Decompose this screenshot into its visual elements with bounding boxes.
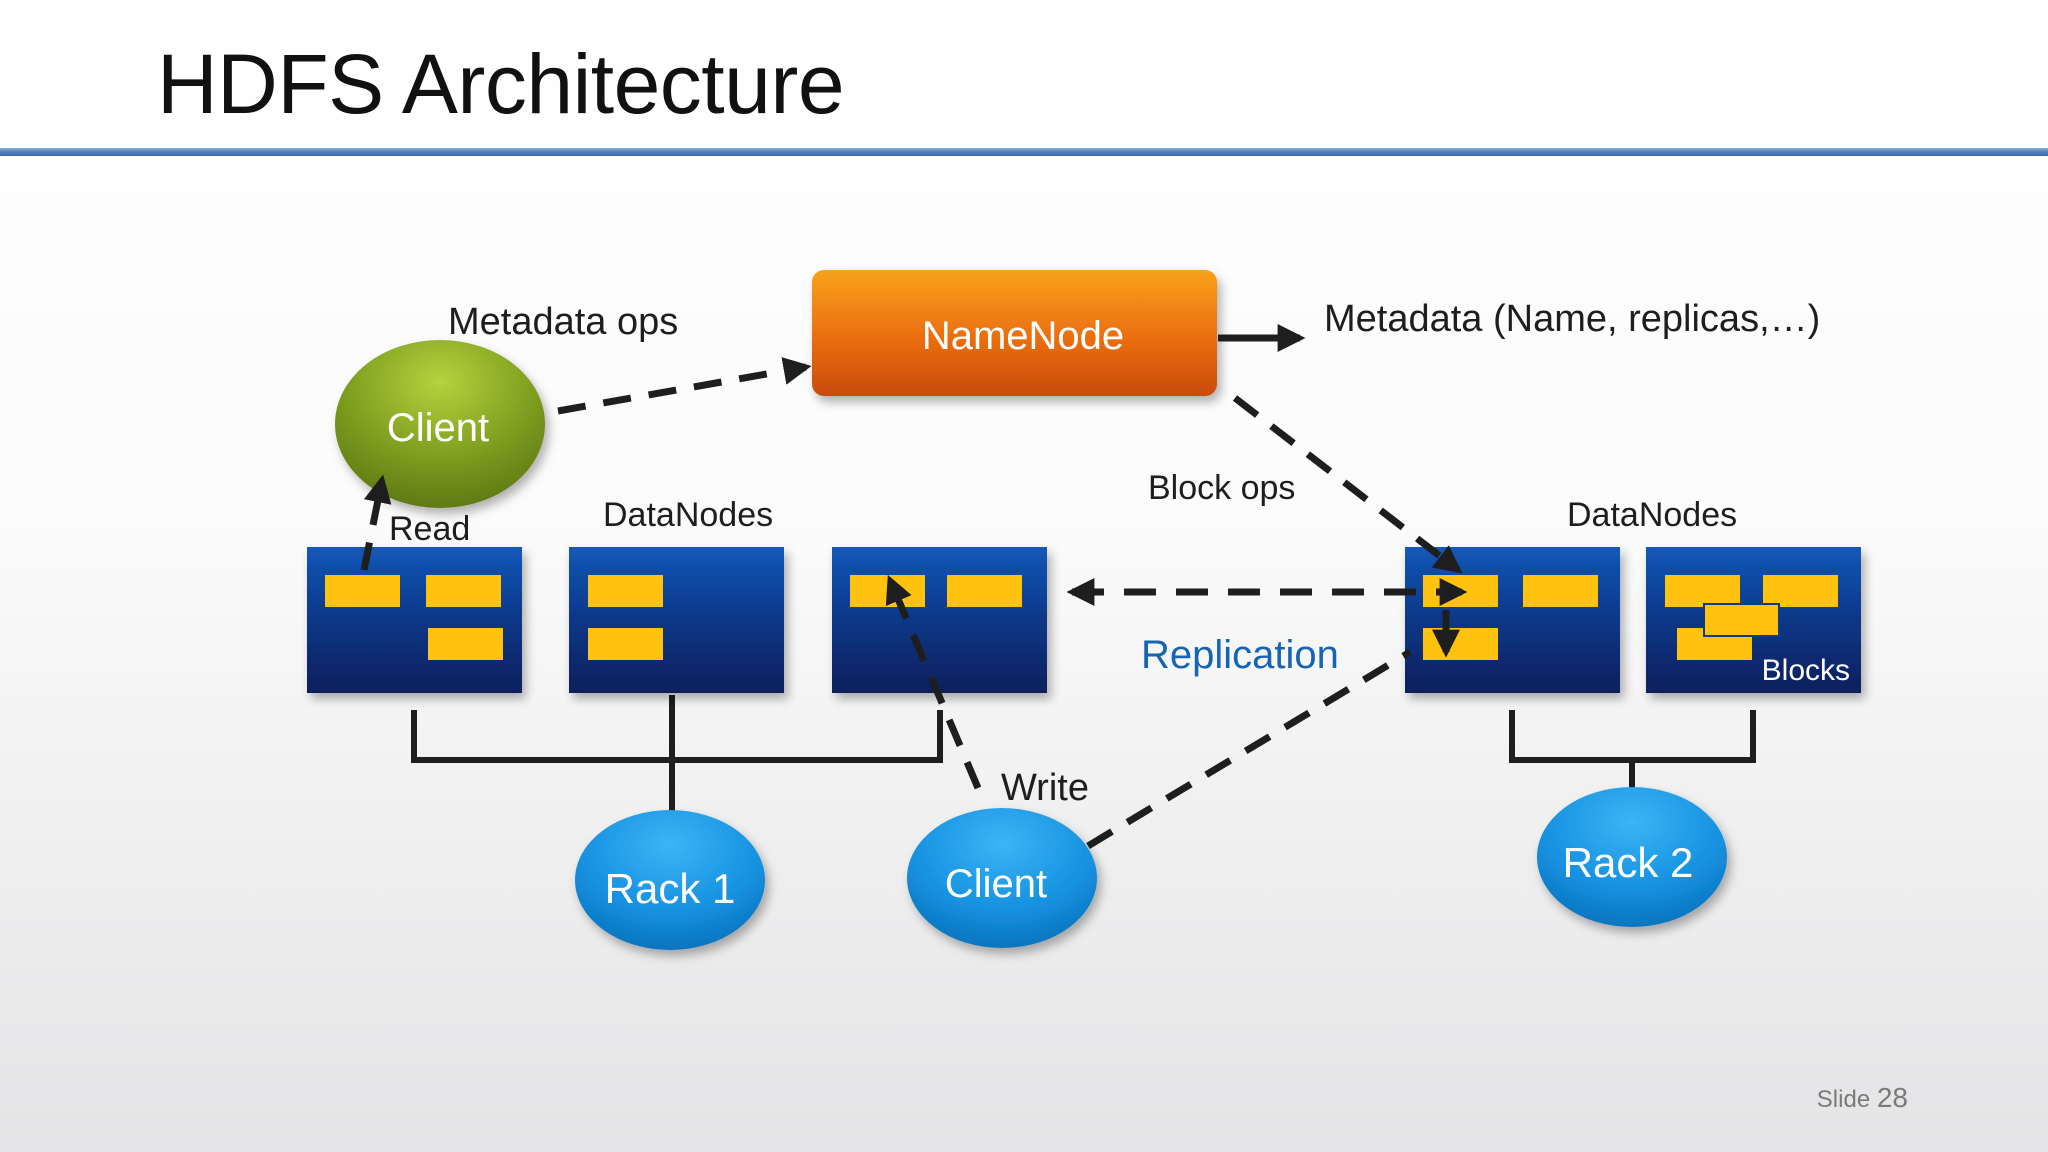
replication-label: Replication bbox=[1141, 633, 1339, 677]
data-block bbox=[947, 575, 1022, 607]
rack1-wiring bbox=[411, 695, 943, 812]
datanode-1 bbox=[307, 547, 522, 693]
metadata-description: Metadata (Name, replicas,…) bbox=[1324, 298, 1820, 340]
client-write-node: Client bbox=[907, 808, 1097, 948]
namenode-box: NameNode bbox=[812, 270, 1217, 396]
data-block bbox=[1423, 628, 1498, 660]
client-write-label: Client bbox=[945, 862, 1047, 906]
data-block bbox=[1703, 603, 1780, 637]
rack2-label: Rack 2 bbox=[1563, 839, 1694, 886]
data-block bbox=[428, 628, 503, 660]
write-label: Write bbox=[1001, 767, 1089, 809]
datanode-5: Blocks bbox=[1646, 547, 1861, 693]
client-read-node: Client bbox=[335, 340, 545, 508]
rack2-node: Rack 2 bbox=[1537, 787, 1727, 927]
datanodes-left-label: DataNodes bbox=[603, 496, 773, 534]
read-label: Read bbox=[389, 510, 470, 548]
data-block bbox=[1665, 575, 1740, 607]
rack1-label: Rack 1 bbox=[605, 865, 736, 912]
block-ops-arrow bbox=[1232, 395, 1463, 574]
data-block bbox=[426, 575, 501, 607]
blocks-label: Blocks bbox=[1762, 654, 1850, 687]
data-block bbox=[588, 628, 663, 660]
data-block bbox=[588, 575, 663, 607]
client-read-label: Client bbox=[387, 406, 489, 450]
write-pipeline-line bbox=[1086, 649, 1412, 849]
slide-title: HDFS Architecture bbox=[157, 37, 845, 131]
data-block bbox=[325, 575, 400, 607]
datanode-2 bbox=[569, 547, 784, 693]
datanode-4 bbox=[1405, 547, 1620, 693]
write-arrow bbox=[885, 574, 982, 790]
datanodes-right-label: DataNodes bbox=[1567, 496, 1737, 534]
namenode-label: NameNode bbox=[922, 314, 1124, 358]
slide-number-prefix: Slide bbox=[1816, 1086, 1871, 1113]
slide-number-value: 28 bbox=[1876, 1082, 1908, 1113]
datanode-3 bbox=[832, 547, 1047, 693]
rack1-node: Rack 1 bbox=[575, 810, 765, 950]
rack2-wiring bbox=[1509, 710, 1756, 790]
title-divider bbox=[0, 148, 2048, 156]
metadata-ops-label: Metadata ops bbox=[448, 301, 678, 343]
block-ops-label: Block ops bbox=[1148, 469, 1295, 507]
data-block bbox=[1763, 575, 1838, 607]
read-arrow bbox=[360, 474, 392, 571]
slide-number: Slide 28 bbox=[1817, 1082, 1908, 1114]
data-block bbox=[850, 575, 925, 607]
metadata-ops-arrow bbox=[557, 357, 812, 415]
data-block bbox=[1523, 575, 1598, 607]
